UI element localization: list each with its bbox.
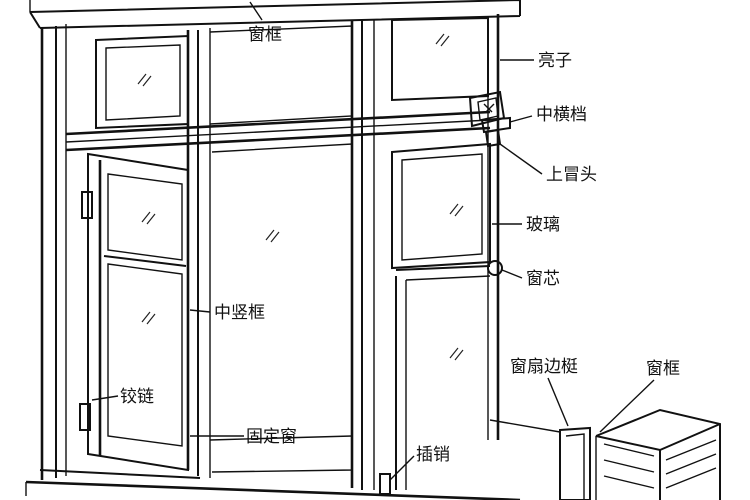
- label-middle-mullion: 中竖框: [214, 303, 265, 323]
- label-top-crown: 上冒头: [546, 165, 597, 185]
- transom-light-left: [95, 34, 189, 130]
- window-core-marker: [487, 260, 503, 276]
- leader-lines: [91, 1, 655, 481]
- label-middle-transom: 中横档: [536, 105, 587, 125]
- label-frame-top: 窗框: [248, 25, 282, 45]
- label-transom-light: 亮子: [538, 51, 572, 71]
- transom-light-middle: [209, 25, 353, 125]
- label-hinge: 铰链: [120, 387, 154, 407]
- outer-window-frame: [25, 0, 521, 500]
- transom-light-right: [391, 16, 489, 102]
- fixed-window-pane: [209, 143, 353, 473]
- transom-joint-detail: [468, 90, 511, 148]
- mullion-right: [350, 20, 375, 490]
- right-casement-sash: [379, 142, 491, 495]
- label-window-core: 窗芯: [526, 269, 560, 289]
- middle-transom-bar: [65, 110, 491, 152]
- label-bolt: 插销: [416, 445, 450, 465]
- label-fixed-window: 固定窗: [246, 427, 297, 447]
- label-sash-stile: 窗扇边梃: [510, 357, 578, 377]
- frame-section-detail: [489, 408, 721, 500]
- open-casement-sash: [79, 152, 189, 472]
- mullion-left: [186, 28, 211, 478]
- hinge-lower: [79, 403, 91, 431]
- bolt-latch: [379, 473, 391, 495]
- label-glass: 玻璃: [526, 215, 560, 235]
- hinge-upper: [81, 191, 93, 219]
- label-frame-right: 窗框: [646, 359, 680, 379]
